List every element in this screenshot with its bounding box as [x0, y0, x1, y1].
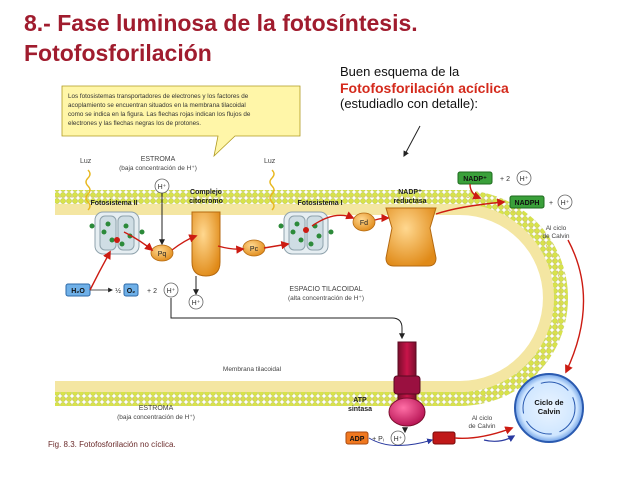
note-highlight: Fotofosforilación acíclica [340, 80, 509, 96]
proton-top: H⁺ [154, 178, 170, 194]
plus-two-label: + 2 [500, 176, 510, 183]
annotation-note: Buen esquema de la Fotofosforilación ací… [340, 64, 509, 112]
callout-box: Los fotosistemas transportadores de elec… [61, 85, 301, 158]
complejo-label-1: Complejo [190, 189, 222, 196]
calvin-label-1: Ciclo de [534, 398, 563, 407]
oxygen-group: ½ O₂ + 2 H⁺ [115, 282, 179, 298]
al-ciclo-label-1: Al ciclo [546, 225, 567, 232]
proton-flow [159, 193, 408, 434]
svg-text:Los fotosistemas transportador: Los fotosistemas transportadores de elec… [68, 93, 252, 127]
atp-label: ATP [437, 436, 451, 443]
callout-line: acoplamiento se encuentran situados en l… [68, 102, 246, 109]
adp-label: ADP [350, 436, 365, 443]
note-pointer-arrow [403, 125, 421, 158]
atp-synthase-label-1: ATP [353, 397, 367, 404]
pi-label: + Pᵢ [372, 436, 384, 443]
ferredoxin: Fd [352, 212, 376, 232]
complejo-label-2: citocromo [189, 198, 223, 205]
calvin-cycle [514, 373, 584, 443]
lumen-sublabel: (alta concentración de H⁺) [288, 295, 364, 302]
plastoquinone: Pq [150, 244, 174, 262]
calvin-label-2: Calvin [538, 407, 561, 416]
o2-label: O₂ [127, 288, 136, 295]
proton-label: H⁺ [561, 200, 570, 207]
membrane-label: Membrana tilacoidal [223, 366, 282, 373]
nadph-label: NADPH [515, 200, 540, 207]
nadp-plus-label: NADP⁺ [463, 176, 487, 183]
nadp-plus-group: NADP⁺ + 2 H⁺ [457, 170, 532, 186]
fd-label: Fd [360, 220, 368, 227]
proton-lumen: H⁺ [188, 294, 204, 310]
proton-label: H⁺ [167, 288, 176, 295]
al-ciclo-bottom-1: Al ciclo [472, 415, 493, 422]
al-ciclo-bottom-2: de Calvin [468, 423, 495, 430]
nadp-reductase-label-2: reductasa [393, 198, 426, 205]
half-label: ½ [115, 287, 121, 295]
proton-label: H⁺ [192, 300, 201, 307]
light-wave-right [269, 169, 275, 211]
ps1-label: Fotosistema I [297, 200, 342, 207]
callout-line: Los fotosistemas transportadores de elec… [68, 93, 249, 100]
note-line-3: (estudiadlo con detalle): [340, 96, 479, 111]
plus-label: + [549, 200, 553, 207]
luz-right-label: Luz [264, 158, 276, 165]
proton-label: H⁺ [158, 184, 167, 191]
nadph-group: NADPH + H⁺ [509, 194, 573, 210]
title-line-1: 8.- Fase luminosa de la fotosíntesis. [24, 10, 418, 36]
callout-line: como se indica en la figura. Las flechas… [68, 111, 251, 118]
atp-synthase [388, 341, 426, 427]
al-ciclo-label-2: de Calvin [542, 233, 569, 240]
slide-title: 8.- Fase luminosa de la fotosíntesis. Fo… [24, 8, 418, 68]
water-group: H₂O [65, 283, 91, 297]
plastocyanin: Pc [242, 239, 266, 257]
adp-group: ADP + Pᵢ [345, 431, 384, 445]
pq-label: Pq [158, 251, 167, 258]
thylakoid-membrane [55, 190, 568, 406]
proton-label: H⁺ [520, 176, 529, 183]
proton-bottom: H⁺ [390, 430, 406, 446]
luz-left-label: Luz [80, 158, 92, 165]
nadp-reductase [385, 207, 437, 267]
atp-group: ATP [432, 431, 456, 445]
cytochrome-complex [191, 211, 221, 277]
lumen-label: ESPACIO TILACOIDAL [289, 286, 362, 293]
atp-synthase-label-2: sintasa [348, 406, 372, 413]
callout-line: electrones y las flechas negras los de p… [68, 120, 201, 127]
light-wave-left [85, 169, 91, 211]
note-line-1: Buen esquema de la [340, 64, 460, 79]
title-line-2: Fotofosforilación [24, 40, 212, 66]
proton-label: H⁺ [394, 436, 403, 443]
photosystem-ii [89, 211, 145, 255]
plus-two-label: + 2 [147, 288, 157, 295]
atp-to-calvin-arrow [483, 435, 516, 442]
h2o-label: H₂O [71, 288, 85, 295]
ps2-label: Fotosistema II [90, 200, 137, 207]
stroma-top-sublabel: (baja concentración de H⁺) [119, 165, 197, 172]
pc-label: Pc [250, 246, 259, 253]
stroma-bottom-label: ESTROMA [139, 405, 174, 412]
electron-flow [89, 183, 585, 439]
adp-to-atp-arrow [368, 437, 434, 447]
nadp-reductase-label-1: NADP⁺ [398, 189, 422, 196]
stroma-bottom-sublabel: (baja concentración de H⁺) [117, 414, 195, 421]
figure-caption: Fig. 8.3. Fotofosforilación no cíclica. [48, 440, 176, 449]
stroma-top-label: ESTROMA [141, 156, 176, 163]
